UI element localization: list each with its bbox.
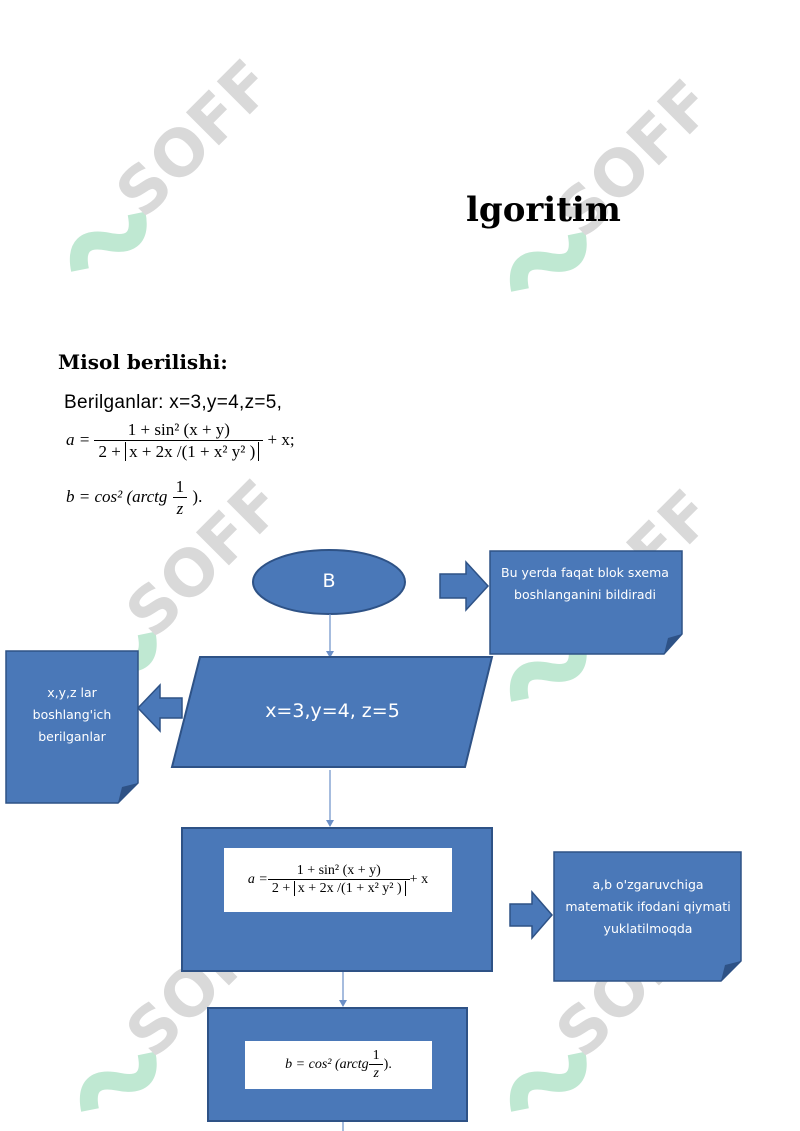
input-note-text: x,y,z lar boshlang'ich berilganlar [32,685,112,744]
process-a-formula-den-start: 2 + [271,880,291,896]
formula-a-numerator: 1 + sin² (x + y) [127,420,230,439]
right-block-arrow-start [439,560,490,612]
process-a-formula-tail: + x [409,872,429,887]
process-note-fold [721,961,741,981]
input-parallelogram-shape [170,656,494,768]
start-terminator-shape [252,549,406,615]
process-box-a: a = 1 + sin² (x + y) 2 + x + 2x /(1 + x²… [181,827,493,972]
left-block-arrow-input [136,683,183,733]
process-a-formula-denominator: 2 + x + 2x /(1 + x² y² ) [267,878,410,898]
right-block-arrow-process [509,889,553,941]
formula-a-den-abs: x + 2x /(1 + x² y² ) [125,441,260,461]
process-box-b: b = cos² (arctg 1 z ). [207,1007,468,1122]
example-label: Misol berilishi: [58,350,228,374]
formula-a: a = 1 + sin² (x + y) 2 + x + 2x /(1 + x²… [66,420,295,462]
formula-a-den-start: 2 + [98,441,121,461]
formula-a-tail: + x; [267,429,295,449]
formula-b: b = cos² (arctg 1 z ). [66,477,202,519]
page-heading: lgoritim [466,190,621,230]
formula-a-fraction: 1 + sin² (x + y) 2 + x + 2x /(1 + x² y² … [94,420,264,462]
process-b-formula: b = cos² (arctg 1 z ). [245,1041,432,1089]
process-b-formula-fraction: 1 z [369,1048,384,1083]
formula-b-fraction: 1 z [172,477,189,519]
given-values: Berilganlar: x=3,y=4,z=5, [64,392,283,413]
process-note-text: a,b o'zgaruvchiga matematik ifodani qiym… [565,877,731,936]
process-b-formula-denominator: z [369,1063,383,1083]
input-note-fold [118,783,138,803]
process-a-formula-fraction: 1 + sin² (x + y) 2 + x + 2x /(1 + x² y² … [267,862,410,898]
process-a-formula: a = 1 + sin² (x + y) 2 + x + 2x /(1 + x²… [224,848,452,912]
formula-b-tail: ). [192,486,203,506]
input-parallelogram-label: x=3,y=4, z=5 [265,700,400,722]
process-a-formula-den-abs: x + 2x /(1 + x² y² ) [293,880,406,896]
process-a-formula-numerator: 1 + sin² (x + y) [296,862,381,878]
formula-b-lhs: b = cos² (arctg [66,486,168,506]
connector-start-input-arrowhead [326,651,334,658]
process-b-formula-lhs: b = cos² (arctg [285,1057,369,1072]
formula-b-numerator: 1 [175,477,185,496]
process-b-formula-numerator: 1 [372,1047,380,1063]
start-terminator-label: B [322,570,336,592]
process-b-formula-tail: ). [383,1057,392,1072]
process-a-formula-lhs: a = [247,872,268,887]
formula-a-denominator: 2 + x + 2x /(1 + x² y² ) [94,439,264,462]
formula-a-lhs: a = [66,429,91,449]
start-note-fold [664,634,682,654]
start-note-text: Bu yerda faqat blok sxema boshlanganini … [501,565,669,602]
formula-b-denominator: z [172,496,188,519]
connector-input-process1-arrowhead [326,820,334,827]
connector-process1-process2-arrowhead [339,1000,347,1007]
